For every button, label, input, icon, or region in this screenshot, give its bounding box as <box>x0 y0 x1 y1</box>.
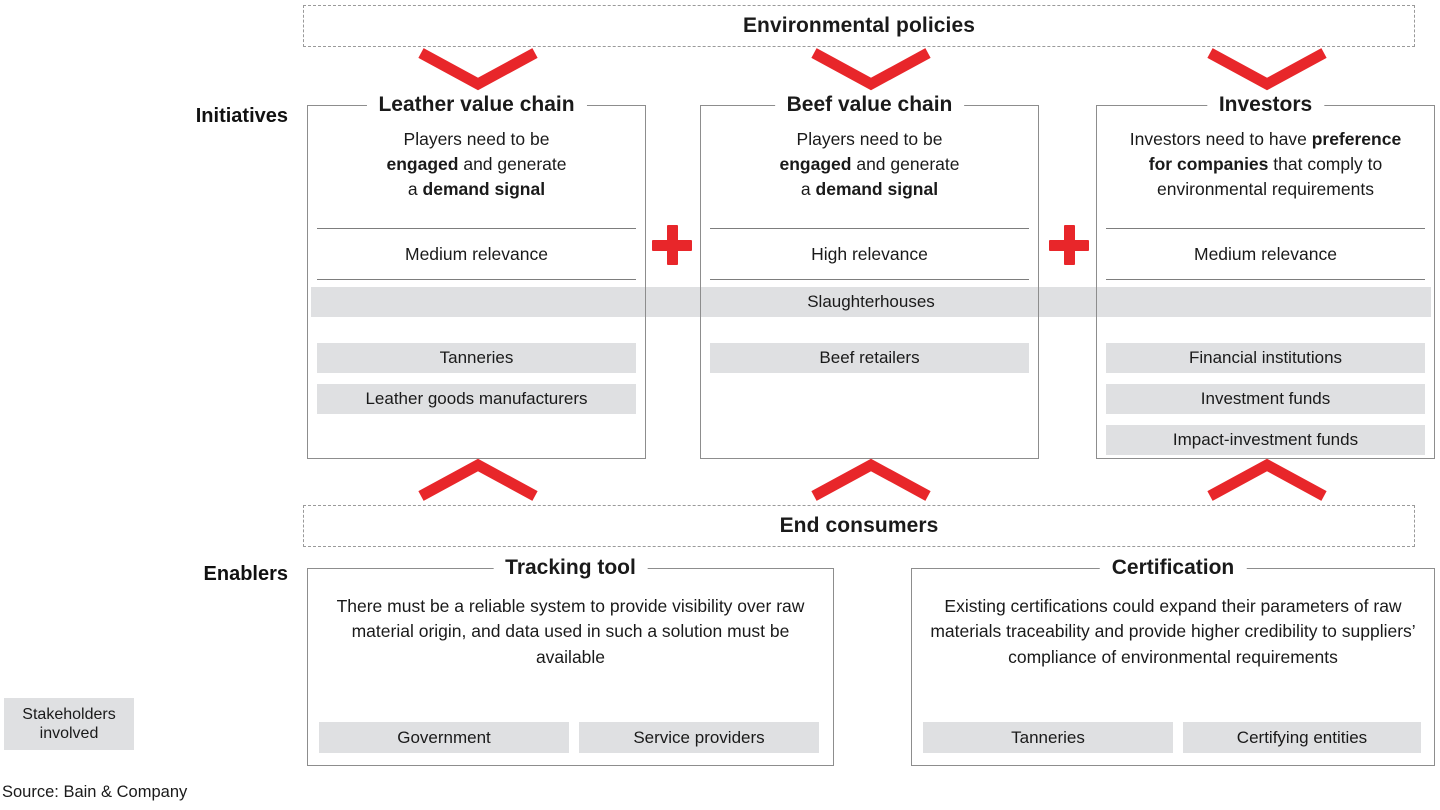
stakeholder-chip: Government <box>319 722 569 753</box>
card-title-beef: Beef value chain <box>774 94 965 116</box>
chevron-down-icon-beef <box>811 48 931 91</box>
card-title-certification: Certification <box>1099 557 1247 579</box>
stakeholder-chip: Tanneries <box>317 343 636 373</box>
card-title-leather: Leather value chain <box>366 94 587 116</box>
card-frame-sliver <box>645 287 647 317</box>
chevron-up-icon-leather <box>418 458 538 501</box>
relevance-investors: Medium relevance <box>1106 228 1425 280</box>
chevron-up-icon-beef <box>811 458 931 501</box>
legend-line-1: Stakeholders <box>22 705 116 723</box>
stakeholder-chip: Impact-investment funds <box>1106 425 1425 455</box>
relevance-beef: High relevance <box>710 228 1029 280</box>
legend-stakeholders-involved: Stakeholders involved <box>4 698 134 750</box>
row-label-initiatives: Initiatives <box>195 105 288 127</box>
banner-environmental-policies: Environmental policies <box>303 5 1415 47</box>
banner-environmental-policies-label: Environmental policies <box>742 14 976 37</box>
stakeholder-band-slaughterhouses: Slaughterhouses <box>311 287 1431 317</box>
plus-connector-icon <box>1049 225 1089 265</box>
source-note: Source: Bain & Company <box>2 783 188 801</box>
chevron-down-icon-investors <box>1207 48 1327 91</box>
initiative-card-investors: Investors Investors need to have prefere… <box>1096 94 1435 459</box>
card-description-certification: Existing certifications could expand the… <box>930 596 1416 667</box>
card-frame-sliver <box>1096 287 1098 317</box>
stakeholder-chip: Tanneries <box>923 722 1173 753</box>
legend-line-2: involved <box>39 725 99 742</box>
chevron-up-icon-investors <box>1207 458 1327 501</box>
card-title-tracking-tool: Tracking tool <box>493 557 648 579</box>
card-description-tracking-tool: There must be a reliable system to provi… <box>336 596 805 667</box>
stakeholder-chip: Investment funds <box>1106 384 1425 414</box>
banner-end-consumers-label: End consumers <box>779 514 939 537</box>
stakeholder-chip: Leather goods manufacturers <box>317 384 636 414</box>
banner-end-consumers: End consumers <box>303 505 1415 547</box>
stakeholder-chip: Service providers <box>579 722 819 753</box>
relevance-leather: Medium relevance <box>317 228 636 280</box>
stakeholder-chip: Beef retailers <box>710 343 1029 373</box>
stakeholder-chip: Certifying entities <box>1183 722 1421 753</box>
plus-connector-icon <box>652 225 692 265</box>
row-label-enablers: Enablers <box>203 563 288 585</box>
stakeholder-chip: Financial institutions <box>1106 343 1425 373</box>
enabler-card-certification: Certification Existing certifications co… <box>911 557 1435 766</box>
card-title-investors: Investors <box>1206 94 1325 116</box>
enabler-card-tracking-tool: Tracking tool There must be a reliable s… <box>307 557 834 766</box>
card-frame-sliver <box>700 287 702 317</box>
card-frame-sliver <box>1038 287 1040 317</box>
chevron-down-icon-leather <box>418 48 538 91</box>
